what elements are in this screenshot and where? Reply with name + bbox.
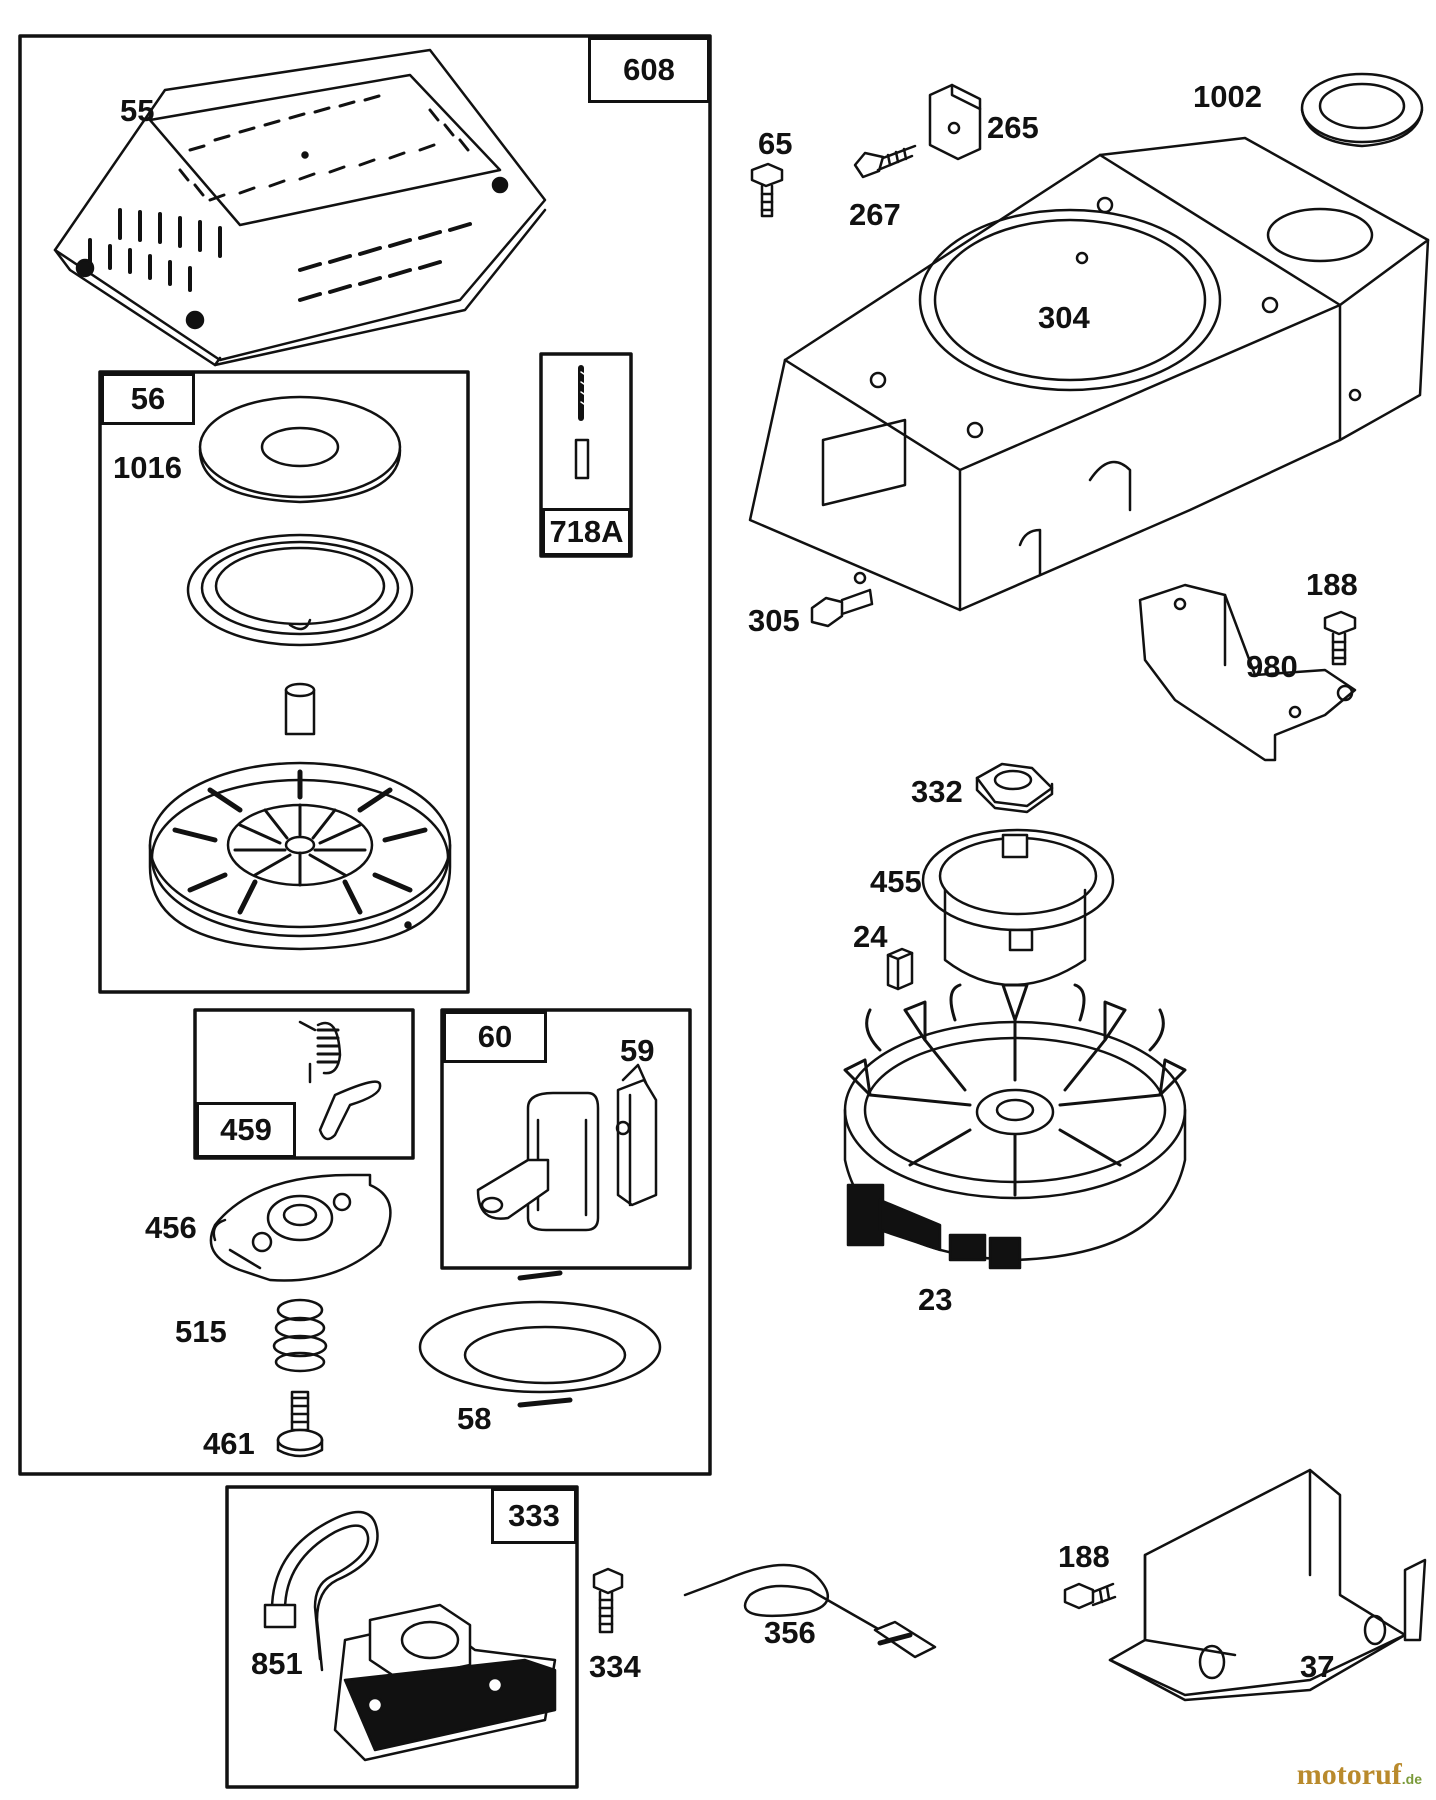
part-333-ignition — [263, 1510, 557, 1762]
label-267: 267 — [849, 197, 901, 232]
kit-718A-frame — [539, 352, 633, 558]
label-305: 305 — [748, 603, 800, 638]
part-718A-pin — [574, 365, 590, 480]
part-60-brake — [476, 1063, 658, 1232]
label-1016: 1016 — [113, 450, 182, 485]
part-55-recoil-cover — [53, 48, 547, 367]
part-459-pawl — [298, 1020, 382, 1141]
label-851: 851 — [251, 1646, 303, 1681]
label-980: 980 — [1246, 649, 1298, 684]
label-188-upper: 188 — [1306, 567, 1358, 602]
label-461: 461 — [203, 1426, 255, 1461]
label-1002: 1002 — [1193, 79, 1262, 114]
label-515: 515 — [175, 1314, 227, 1349]
part-23-flywheel — [843, 983, 1187, 1270]
part-356-wire — [683, 1563, 937, 1659]
label-24: 24 — [853, 919, 888, 954]
kit-60-label: 60 — [443, 1011, 547, 1063]
label-456: 456 — [145, 1210, 197, 1245]
label-58: 58 — [457, 1401, 492, 1436]
label-23: 23 — [918, 1282, 953, 1317]
bushing — [284, 682, 316, 736]
part-265-clip — [928, 83, 982, 161]
part-980-bracket — [1138, 583, 1357, 762]
label-265: 265 — [987, 110, 1039, 145]
part-1016-washer — [198, 395, 402, 504]
part-24-key — [886, 947, 914, 991]
watermark-brand: motoruf — [1296, 1758, 1402, 1791]
recoil-spring — [186, 533, 414, 647]
label-188-lower: 188 — [1058, 1539, 1110, 1574]
part-267-screw — [853, 144, 917, 179]
label-59: 59 — [620, 1033, 655, 1068]
part-455-cup — [921, 828, 1115, 987]
label-356: 356 — [764, 1615, 816, 1650]
part-65-bolt — [750, 162, 784, 218]
part-188-bolt-upper — [1323, 610, 1357, 666]
part-332-nut — [975, 762, 1054, 814]
label-332: 332 — [911, 774, 963, 809]
part-188-bolt-lower — [1063, 1582, 1117, 1610]
part-305-screw — [810, 588, 874, 628]
part-515-spring — [272, 1298, 328, 1373]
part-1002-grommet — [1300, 72, 1424, 148]
kit-459-frame — [193, 1008, 415, 1160]
kit-459-label: 459 — [196, 1102, 296, 1158]
kit-608-label: 608 — [588, 37, 710, 103]
label-55: 55 — [120, 93, 155, 128]
kit-56-label: 56 — [101, 373, 195, 425]
part-456-retainer — [209, 1173, 392, 1282]
label-334: 334 — [589, 1649, 641, 1684]
watermark-suffix: .de — [1401, 1771, 1422, 1787]
part-461-screw — [276, 1390, 324, 1458]
kit-56-frame — [98, 370, 470, 994]
part-334-bolt — [592, 1567, 624, 1634]
kit-333-frame — [225, 1485, 579, 1789]
label-455: 455 — [870, 864, 922, 899]
kit-718A-label: 718A — [542, 508, 631, 556]
part-37-air-guide — [1108, 1468, 1427, 1702]
part-304-blower-housing — [748, 136, 1430, 612]
label-65: 65 — [758, 126, 793, 161]
label-304: 304 — [1038, 300, 1090, 335]
starter-pulley — [148, 761, 452, 951]
part-58-rope — [418, 1270, 662, 1408]
kit-333-label: 333 — [491, 1488, 577, 1544]
kit-60-frame — [440, 1008, 692, 1270]
label-37: 37 — [1300, 1649, 1335, 1684]
watermark: motoruf.de — [1297, 1758, 1422, 1792]
kit-608-frame — [18, 34, 712, 1476]
